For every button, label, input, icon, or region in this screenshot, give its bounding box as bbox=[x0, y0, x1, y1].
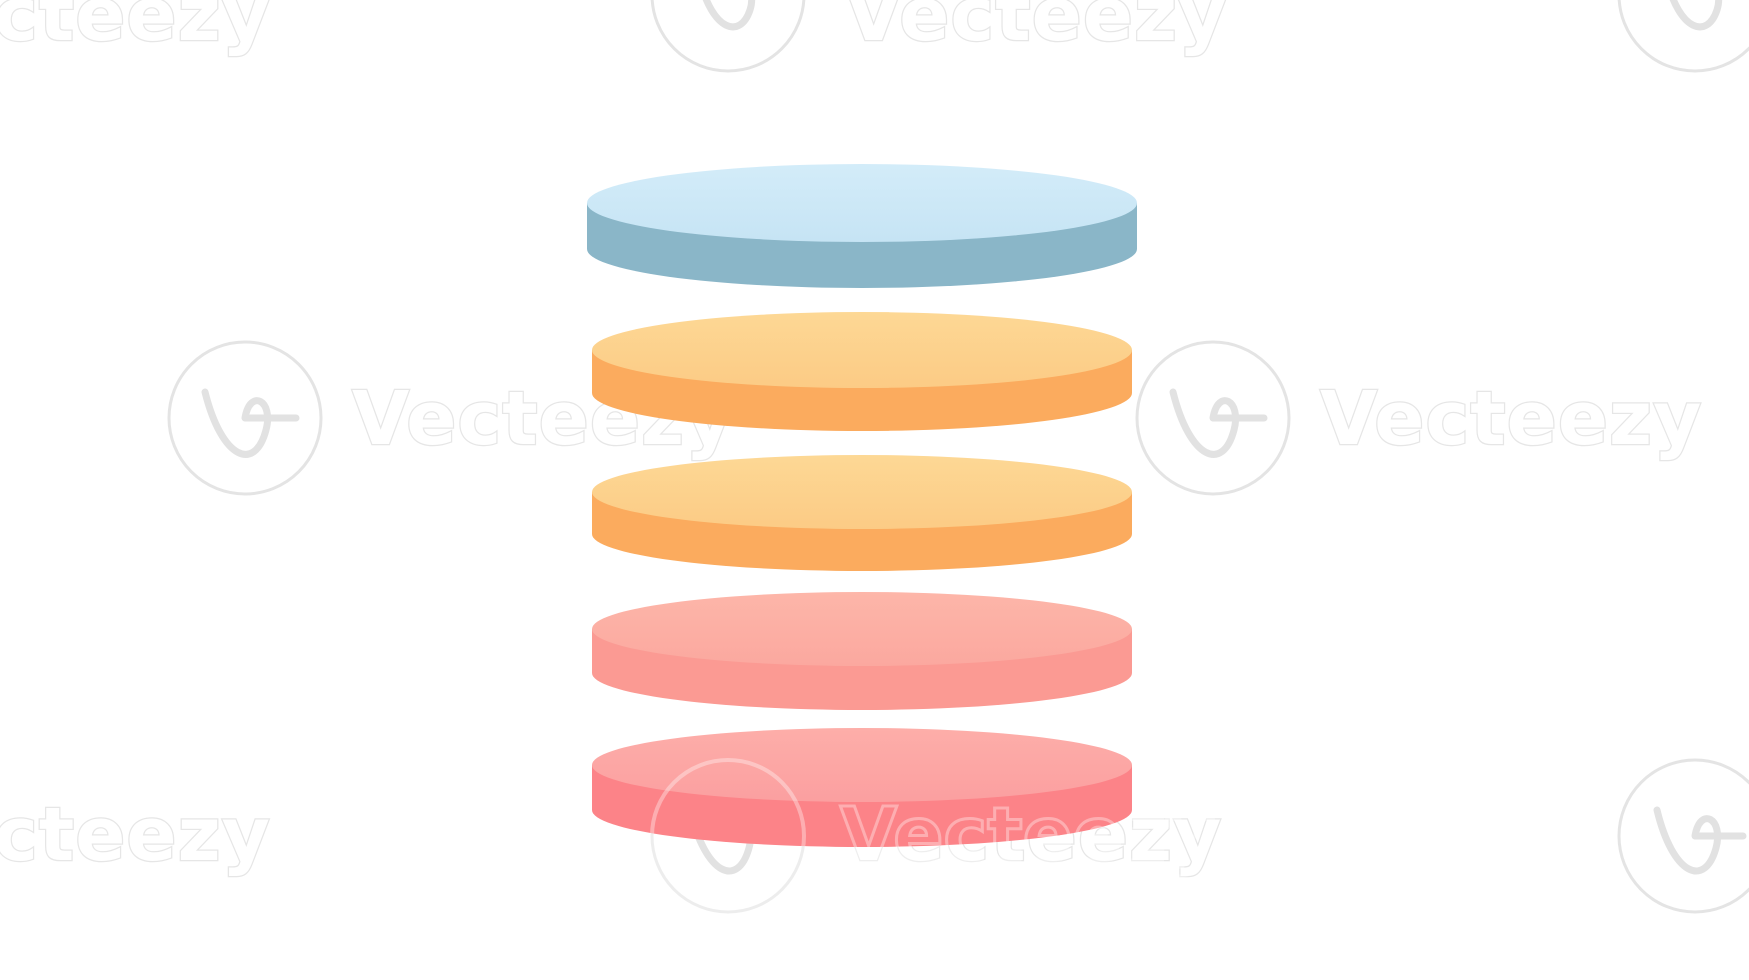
disc-pink-2 bbox=[592, 728, 1132, 847]
watermark-logo-icon bbox=[650, 0, 806, 73]
watermark-overlay: Vecteezy bbox=[650, 758, 1216, 914]
watermark-logo-icon bbox=[1617, 0, 1749, 73]
watermark-text: cteezy bbox=[0, 0, 271, 58]
disc-blue bbox=[587, 164, 1137, 288]
watermark-text: Vecteezy bbox=[845, 0, 1227, 58]
disc-orange-1-top bbox=[592, 312, 1132, 388]
watermark-logo-icon bbox=[167, 340, 323, 496]
disc-pink-1-top bbox=[592, 592, 1132, 666]
disc-stack bbox=[587, 164, 1137, 847]
disc-orange-2-top bbox=[592, 455, 1132, 529]
watermark-text: cteezy bbox=[0, 792, 271, 878]
watermark-text: Vecteezy bbox=[840, 792, 1214, 878]
disc-orange-2 bbox=[592, 455, 1132, 571]
disc-blue-top bbox=[587, 164, 1137, 242]
disc-orange-1 bbox=[592, 312, 1132, 431]
watermark-logo-icon bbox=[1135, 340, 1291, 496]
watermark-layer: cteezy Vecteezy Vecteezy Vecteezy cteezy… bbox=[0, 0, 1749, 914]
watermark-text: Vecteezy bbox=[1320, 376, 1702, 462]
disc-pink-2-top bbox=[592, 728, 1132, 802]
watermark-logo-icon bbox=[1617, 758, 1749, 914]
disc-pink-1 bbox=[592, 592, 1132, 710]
